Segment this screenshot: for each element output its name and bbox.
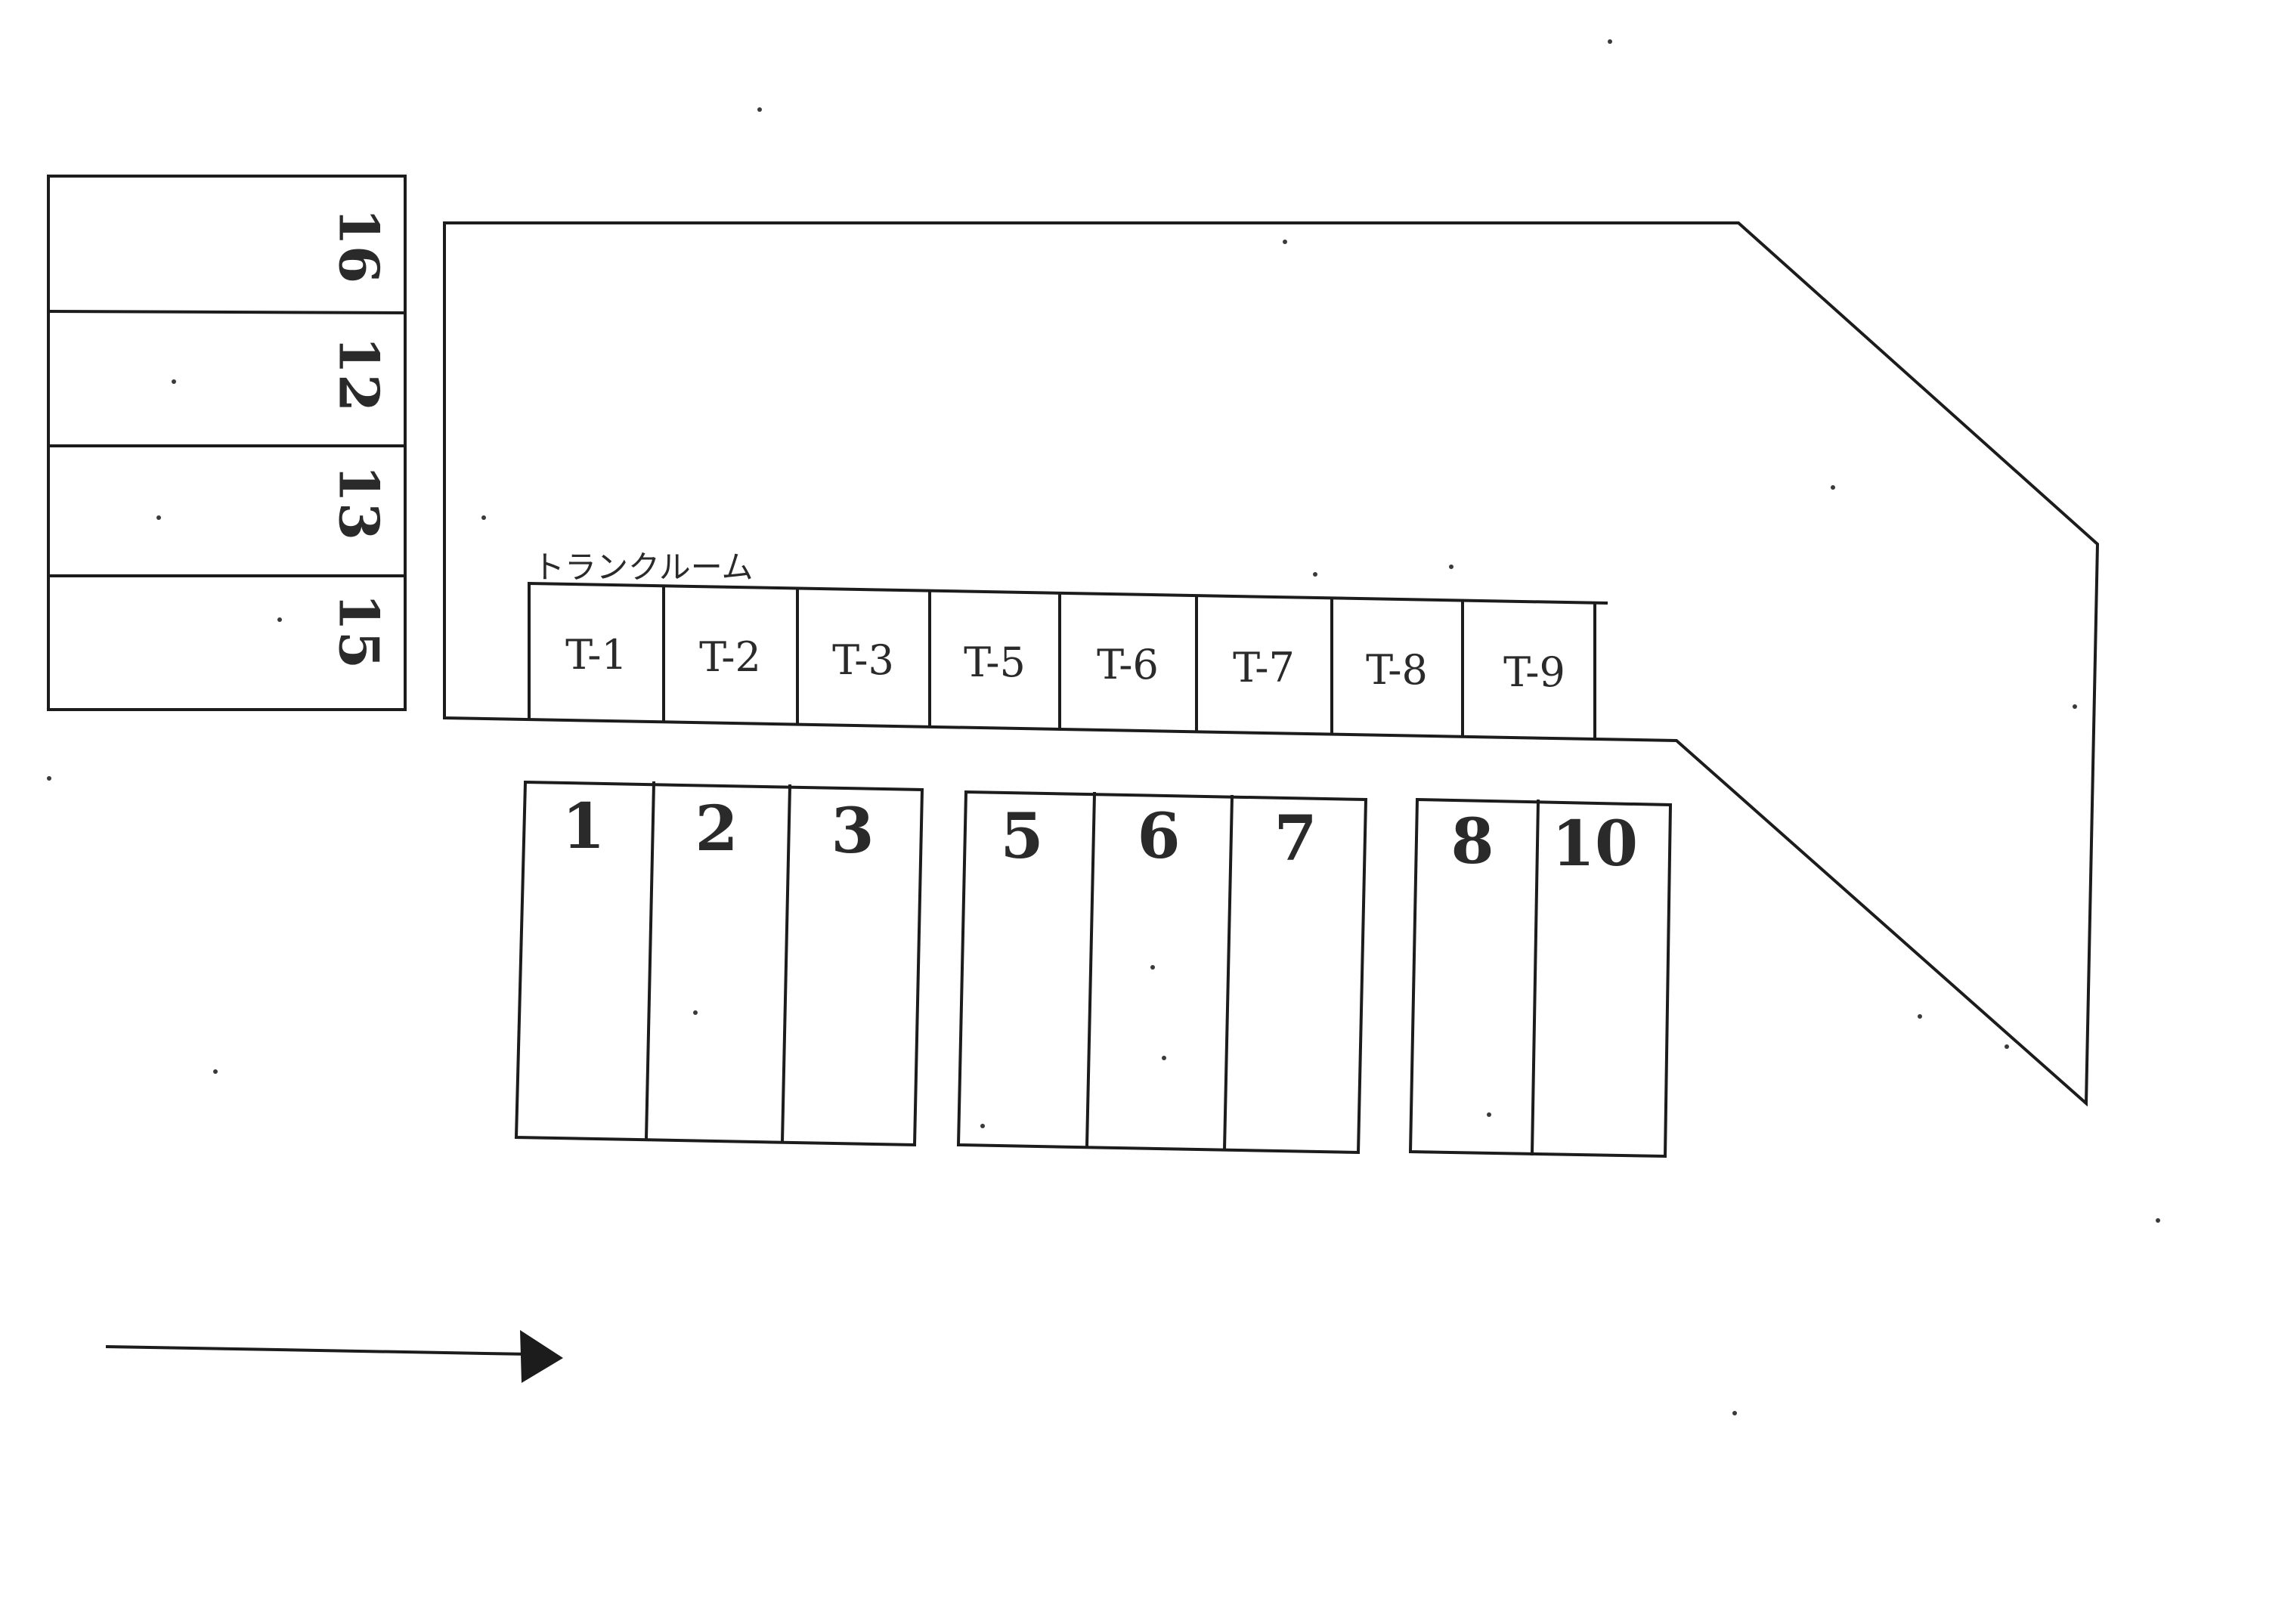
parking-space-number: 10 [1552,808,1638,880]
parking-space-number: 3 [831,795,874,868]
side-space-number: 12 [327,336,392,412]
side-space-block: 16 12 13 15 [46,175,407,711]
site-boundary [443,221,2100,1107]
side-space[interactable]: 16 [327,208,392,283]
parking-space[interactable]: 10 [1552,808,1638,880]
scan-specks [47,39,2160,1415]
storage-unit[interactable]: T-5 [964,639,1026,686]
storage-unit-label: T-9 [1503,648,1565,696]
parking-space[interactable]: 8 [1450,806,1494,878]
parking-divider [1222,794,1234,1152]
storage-unit[interactable]: T-1 [565,631,627,679]
parking-space[interactable]: 3 [831,795,874,868]
parking-group: 1 2 3 [514,780,924,1147]
direction-arrow-shaft [105,1344,531,1356]
parking-space[interactable]: 7 [1274,803,1317,875]
parking-group: 8 10 [1408,797,1673,1158]
side-space[interactable]: 12 [327,336,392,412]
parking-divider [644,781,656,1141]
storage-outline [528,581,1608,719]
side-space[interactable]: 13 [327,465,392,540]
side-space-number: 15 [327,593,392,669]
storage-unit[interactable]: T-3 [832,636,894,684]
storage-unit-label: T-2 [699,633,761,681]
parking-space-number: 6 [1137,800,1180,873]
side-space[interactable]: 15 [327,593,392,669]
parking-divider [1530,799,1540,1156]
direction-arrow-head [520,1330,563,1383]
parking-group: 5 6 7 [956,790,1368,1155]
side-space-outline [47,175,407,711]
storage-unit[interactable]: T-7 [1233,644,1295,691]
side-space-number: 13 [327,465,392,540]
storage-heading: トランクルーム [533,549,753,586]
parking-space[interactable]: 6 [1137,800,1180,873]
storage-unit-label: T-6 [1097,641,1159,688]
parking-space[interactable]: 5 [1000,800,1043,873]
storage-unit-label: T-7 [1233,644,1295,691]
storage-unit[interactable]: T-6 [1097,641,1159,688]
storage-unit[interactable]: T-2 [699,633,761,681]
parking-space[interactable]: 1 [562,790,605,863]
parking-group-outline [1408,797,1673,1158]
storage-unit-label: T-1 [565,631,627,679]
storage-block: トランクルーム T-1 T-2 T-3 T-5 T-6 T-7 T-8 [528,549,1608,741]
parking-divider [780,784,792,1144]
parking-space-number: 2 [695,793,738,865]
parking-space-number: 7 [1274,803,1317,875]
storage-unit-label: T-8 [1366,646,1428,694]
parking-space[interactable]: 2 [695,793,738,865]
storage-unit-label: T-5 [964,639,1026,686]
parking-space-number: 8 [1450,806,1494,878]
storage-unit[interactable]: T-9 [1503,648,1565,696]
parking-space-number: 1 [562,790,605,863]
side-space-divider [46,309,407,315]
parking-space-number: 5 [1000,800,1043,873]
side-space-number: 16 [327,208,392,283]
storage-unit-label: T-3 [832,636,894,684]
storage-unit[interactable]: T-8 [1366,646,1428,694]
direction-arrow-icon [105,1330,563,1383]
parking-divider [1085,791,1097,1149]
